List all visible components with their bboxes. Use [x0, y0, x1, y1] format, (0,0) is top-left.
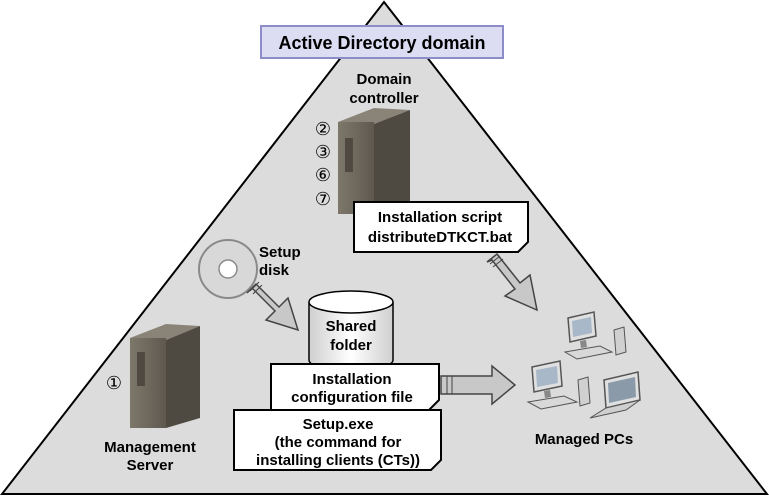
step-1: ① — [106, 373, 122, 393]
arrow-disk-to-shared-folder — [246, 281, 300, 332]
step-7: ⑦ — [315, 189, 331, 209]
setup-exe-line-3: installing clients (CTs)) — [256, 452, 420, 469]
setup-exe-document: Setup.exe (the command for installing cl… — [233, 409, 442, 471]
installation-script-line-1: Installation script — [378, 209, 502, 226]
domain-controller-server-icon — [338, 108, 410, 214]
step-6: ⑥ — [315, 165, 331, 185]
setup-disk-icon — [198, 239, 258, 299]
managed-laptop-icon — [589, 371, 641, 419]
setup-disk-label-2: disk — [259, 262, 290, 279]
arrow-script-to-managed-pcs — [486, 252, 539, 312]
managed-pc-icon — [563, 311, 627, 360]
shared-folder-label-2: folder — [330, 337, 372, 354]
installation-script-line-2: distributeDTKCT.bat — [368, 229, 512, 246]
domain-controller-label-1: Domain — [356, 71, 411, 88]
managed-pc-icon — [526, 360, 591, 410]
management-server-icon — [130, 324, 200, 428]
installation-configuration-file-document: Installation configuration file — [270, 363, 440, 411]
management-server-label-2: Server — [127, 457, 174, 474]
arrow-shared-folder-to-managed-pcs — [440, 364, 517, 406]
setup-exe-line-2: (the command for — [275, 434, 402, 451]
installation-script-document: Installation script distributeDTKCT.bat — [353, 201, 529, 253]
shared-folder-label-1: Shared — [326, 318, 377, 335]
management-server-label-1: Management — [104, 439, 196, 456]
config-file-line-2: configuration file — [291, 389, 413, 406]
domain-controller-label-2: controller — [349, 90, 418, 107]
setup-disk-label-1: Setup — [259, 244, 301, 261]
shared-folder-icon: Shared folder — [308, 290, 394, 372]
setup-exe-line-1: Setup.exe — [303, 416, 374, 433]
step-3: ③ — [315, 142, 331, 162]
step-2: ② — [315, 119, 331, 139]
managed-pcs-label: Managed PCs — [535, 431, 633, 448]
domain-title: Active Directory domain — [278, 33, 485, 53]
config-file-line-1: Installation — [312, 371, 391, 388]
domain-title-box: Active Directory domain — [260, 25, 504, 59]
